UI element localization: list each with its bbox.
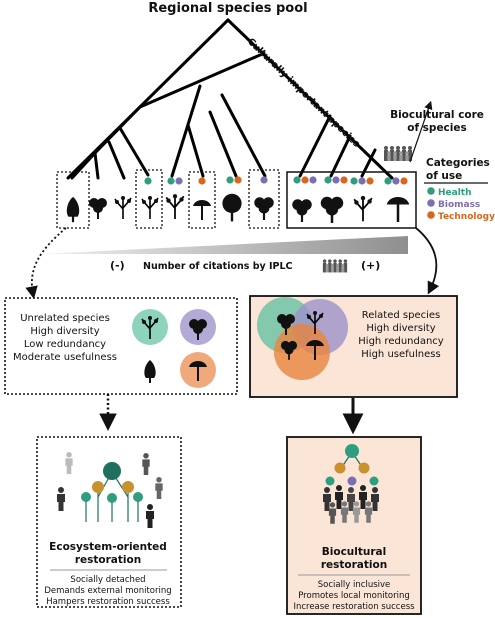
biocultural-point-1: Socially inclusive xyxy=(318,580,391,590)
core-label-line1: Biocultural core xyxy=(390,109,484,121)
categories-title-line1: Categories xyxy=(426,157,490,169)
left-line-2: High diversity xyxy=(30,326,99,337)
arrow-to-left-box xyxy=(25,227,67,299)
arrow-to-right-box xyxy=(415,227,440,295)
species-boxes xyxy=(56,169,280,229)
legend-technology: Technology xyxy=(438,212,495,222)
right-line-4: High usefulness xyxy=(361,349,440,360)
ecosystem-illustration xyxy=(57,452,163,528)
citations-plus: (+) xyxy=(361,259,380,272)
culturally-important-label: Culturally important species xyxy=(245,36,362,150)
ecosystem-title-1: Ecosystem-oriented xyxy=(49,541,167,553)
legend-health: Health xyxy=(438,188,472,198)
categories-legend: Health Biomass Technology xyxy=(427,187,495,222)
citations-label: Number of citations by IPLC xyxy=(143,261,293,272)
biocultural-point-3: Increase restoration success xyxy=(293,602,415,612)
ecosystem-title-2: restoration xyxy=(75,554,141,566)
ecosystem-point-2: Demands external monitoring xyxy=(44,586,171,596)
core-label-line2: of species xyxy=(407,122,467,134)
left-line-4: Moderate usefulness xyxy=(13,352,117,363)
venn-technology xyxy=(274,324,330,380)
ecosystem-point-1: Socially detached xyxy=(70,575,145,585)
citations-minus: (-) xyxy=(110,259,125,272)
diagram-title: Regional species pool xyxy=(148,1,307,16)
phylogenetic-tree xyxy=(66,18,394,180)
citations-wedge xyxy=(40,236,408,254)
right-line-3: High redundancy xyxy=(358,336,444,347)
right-line-2: High diversity xyxy=(366,323,435,334)
right-line-1: Related species xyxy=(362,310,441,321)
biocultural-point-2: Promotes local monitoring xyxy=(298,591,410,601)
citations-crowd-icon xyxy=(322,259,348,273)
ecosystem-point-3: Hampers restoration success xyxy=(46,597,170,607)
categories-title-line2: of use xyxy=(426,170,462,182)
left-line-3: Low redundancy xyxy=(24,339,106,350)
biocultural-title-2: restoration xyxy=(321,559,387,571)
legend-biomass: Biomass xyxy=(438,200,480,210)
species-trees xyxy=(66,193,410,223)
biocultural-illustration xyxy=(323,444,379,524)
species-use-dots xyxy=(144,176,408,185)
biocultural-panel xyxy=(286,436,422,615)
biocultural-title-1: Biocultural xyxy=(322,546,386,558)
left-line-1: Unrelated species xyxy=(20,313,110,324)
core-group-box xyxy=(286,171,417,229)
core-crowd-icon xyxy=(384,146,412,161)
